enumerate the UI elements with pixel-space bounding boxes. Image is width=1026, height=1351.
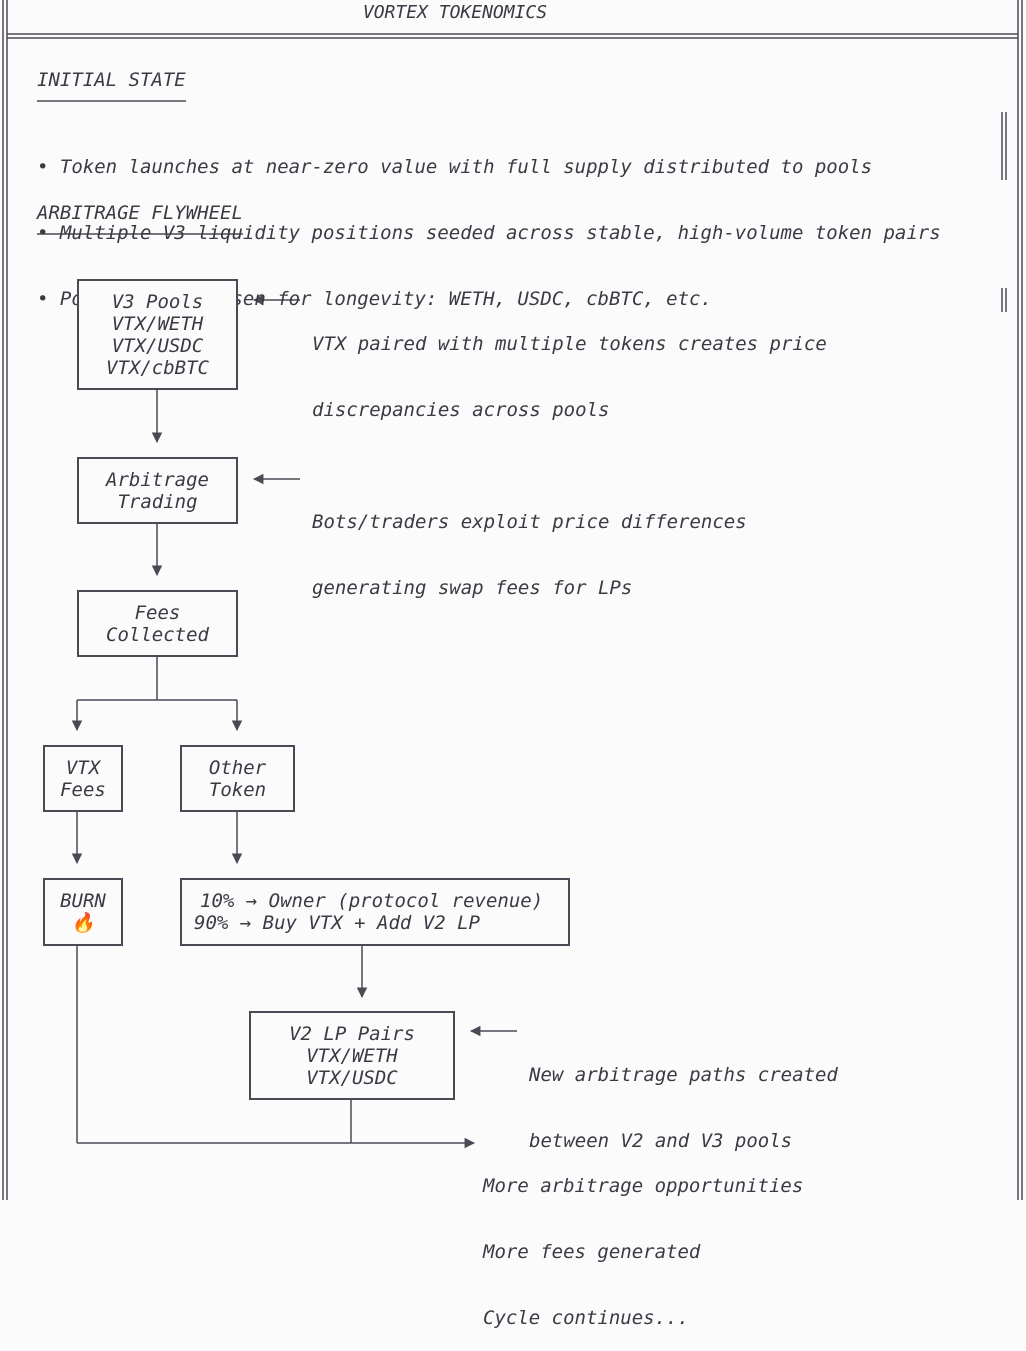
node-fees-collected: Fees Collected <box>77 590 238 657</box>
node-line: 90% → Buy VTX + Add V2 LP <box>194 912 480 934</box>
note-arbitrage: Bots/traders exploit price differences g… <box>312 467 747 621</box>
section-heading-flywheel: ARBITRAGE FLYWHEEL <box>37 202 243 224</box>
note-line: generating swap fees for LPs <box>312 577 633 599</box>
frame-and-wiring <box>2 0 1023 1200</box>
note-line: discrepancies across pools <box>312 399 610 421</box>
node-other-token: Other Token <box>180 745 295 812</box>
note-v3: VTX paired with multiple tokens creates … <box>312 289 827 443</box>
note-line: Bots/traders exploit price differences <box>312 511 747 533</box>
note-line: More fees generated <box>483 1241 701 1263</box>
node-line: Token <box>208 778 267 801</box>
note-line: between V2 and V3 pools <box>529 1130 793 1152</box>
burn-fire-icon: 🔥 <box>71 912 95 934</box>
bullet-item: • Token launches at near-zero value with… <box>37 156 873 178</box>
node-v2-lp-pairs: V2 LP Pairs VTX/WETH VTX/USDC <box>249 1011 455 1100</box>
note-cycle-outcome: More arbitrage opportunities More fees g… <box>483 1131 803 1351</box>
node-line: BURN <box>60 890 106 912</box>
note-line: More arbitrage opportunities <box>483 1175 804 1197</box>
node-fee-split: 10% → Owner (protocol revenue) 90% → Buy… <box>180 878 570 946</box>
initial-state-bullets: • Token launches at near-zero value with… <box>37 112 941 332</box>
node-burn: BURN 🔥 <box>43 878 123 946</box>
note-v2: New arbitrage paths created between V2 a… <box>529 1020 838 1174</box>
note-line: Cycle continues... <box>483 1307 689 1329</box>
node-line: Collected <box>106 623 209 646</box>
page-title: VORTEX TOKENOMICS <box>362 2 548 23</box>
node-v3-pools: V3 Pools VTX/WETH VTX/USDC VTX/cbBTC <box>77 279 238 390</box>
node-line: VTX/USDC <box>306 1066 398 1089</box>
node-line: Other <box>208 756 267 779</box>
note-line: New arbitrage paths created <box>529 1064 838 1086</box>
bullet-item: • Multiple V3 liquidity positions seeded… <box>37 222 941 244</box>
node-line: VTX/USDC <box>111 334 204 357</box>
node-line: VTX/WETH <box>306 1044 398 1067</box>
node-vtx-fees: VTX Fees <box>43 745 123 812</box>
node-line: Fees <box>134 601 181 624</box>
note-line: VTX paired with multiple tokens creates … <box>312 333 827 355</box>
node-line: V2 LP Pairs <box>289 1022 415 1045</box>
node-line: 10% → Owner (protocol revenue) <box>200 890 544 912</box>
node-line: Trading <box>117 490 198 513</box>
section-heading-initial-state: INITIAL STATE <box>37 69 186 91</box>
node-arbitrage-trading: Arbitrage Trading <box>77 457 238 524</box>
node-line: V3 Pools <box>111 290 204 313</box>
node-line: Fees <box>60 778 106 801</box>
node-line: VTX/cbBTC <box>106 356 209 379</box>
node-line: VTX/WETH <box>111 312 204 335</box>
node-line: VTX <box>65 756 101 779</box>
node-line: Arbitrage <box>106 468 209 491</box>
